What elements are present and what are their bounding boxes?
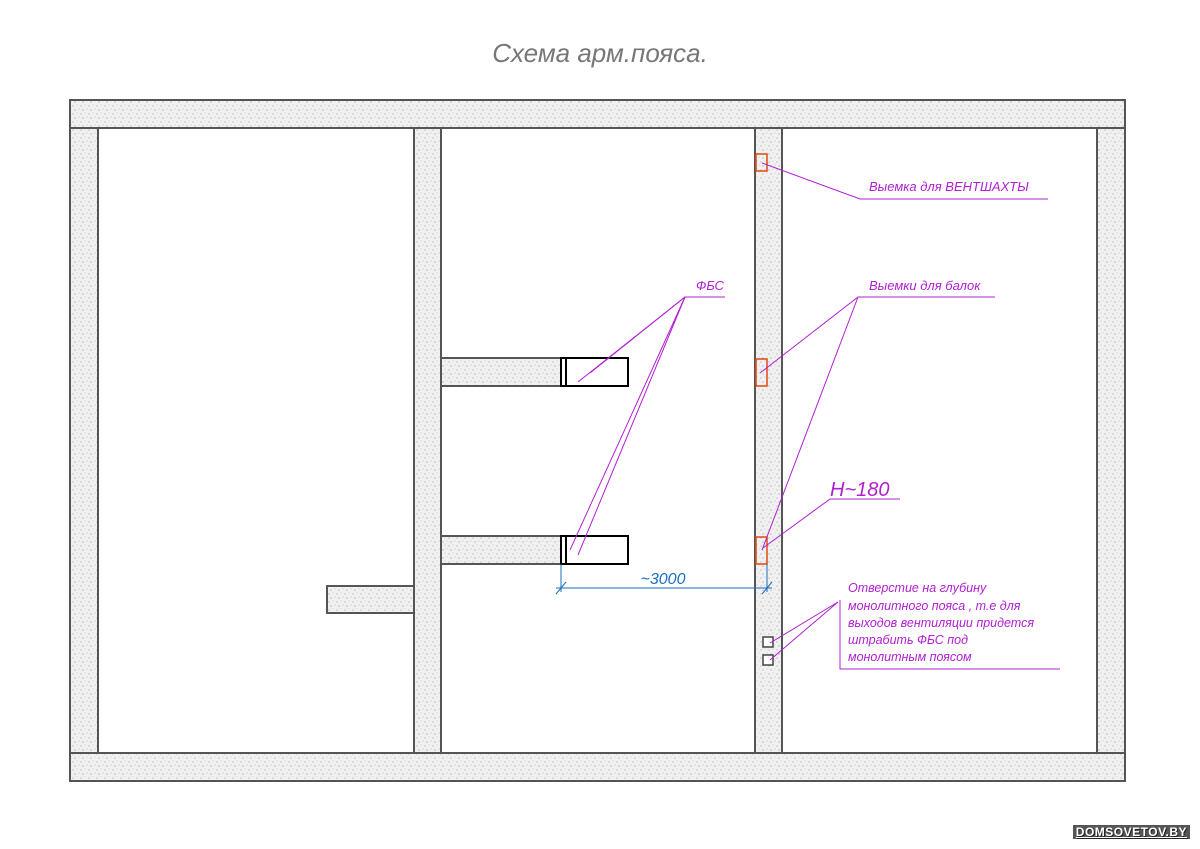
vent-shaft-label: Выемка для ВЕНТШАХТЫ <box>869 179 1029 194</box>
fbs-label: ФБС <box>696 278 725 293</box>
dimension-label: ~3000 <box>641 571 686 588</box>
fbs-blocks <box>560 357 629 565</box>
vent-hole-note: Отверстие на глубину монолитного пояса ,… <box>848 581 1038 664</box>
note-line: Отверстие на глубину <box>848 581 987 595</box>
outer-walls <box>69 99 1126 782</box>
dimension-line <box>555 564 773 595</box>
leader-lines <box>569 162 1060 670</box>
note-line: выходов вентиляции придется <box>848 616 1034 630</box>
inner-walls <box>326 127 783 754</box>
note-line: монолитным поясом <box>848 650 972 664</box>
notches <box>755 153 768 565</box>
vent-holes <box>762 636 774 666</box>
height-label: H~180 <box>830 479 890 501</box>
watermark-logo: DOMSOVETOV.BY <box>1072 825 1190 839</box>
note-line: штрабить ФБС под <box>848 633 968 647</box>
note-line: монолитного пояса , т.е для <box>848 599 1021 613</box>
diagram-title: Схема арм.пояса. <box>492 38 708 68</box>
beam-notches-label: Выемки для балок <box>869 278 981 293</box>
